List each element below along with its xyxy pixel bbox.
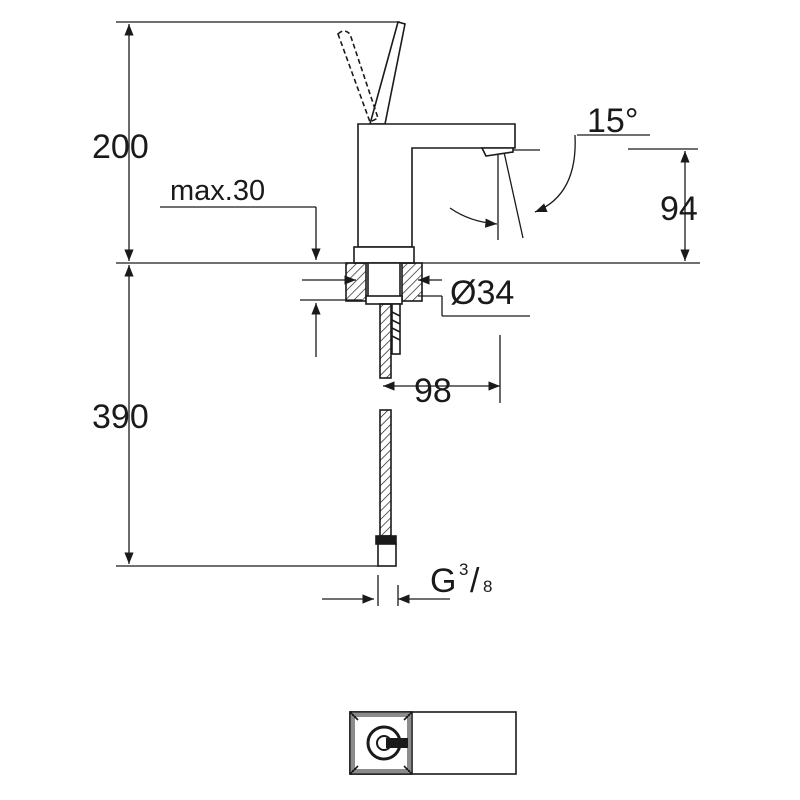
hose-nut: [377, 543, 397, 567]
faucet-top-view: [349, 711, 517, 775]
dim-94-label: 94: [660, 190, 698, 228]
mounting-nut: [365, 295, 403, 305]
threaded-rod: [391, 303, 401, 355]
hose-lower: [379, 409, 392, 537]
aerator: [480, 147, 514, 157]
deck-hatch-right: [401, 262, 423, 302]
dim-390-label: 390: [92, 398, 149, 436]
dim-diameter-34-label: Ø34: [450, 274, 514, 312]
dim-98-label: 98: [414, 372, 452, 410]
thread-separator: /: [470, 562, 480, 600]
deck-hatch-left: [345, 262, 367, 302]
thread-numerator: 3: [459, 560, 468, 579]
hose-connector: [375, 535, 397, 545]
lever-handle-alt: [337, 30, 379, 124]
thread-g-label: G: [430, 562, 456, 600]
dim-max30-label: max.30: [170, 175, 265, 207]
faucet-body: [357, 123, 516, 248]
faucet-base: [353, 246, 415, 264]
faucet-side-view: [337, 21, 516, 567]
hose-upper: [379, 303, 392, 379]
dim-200-label: 200: [92, 128, 149, 166]
thread-denominator: 8: [483, 577, 492, 596]
dimension-lines: [116, 21, 700, 606]
dim-15deg-label: 15°: [587, 102, 638, 140]
mounting-shank: [367, 262, 401, 302]
